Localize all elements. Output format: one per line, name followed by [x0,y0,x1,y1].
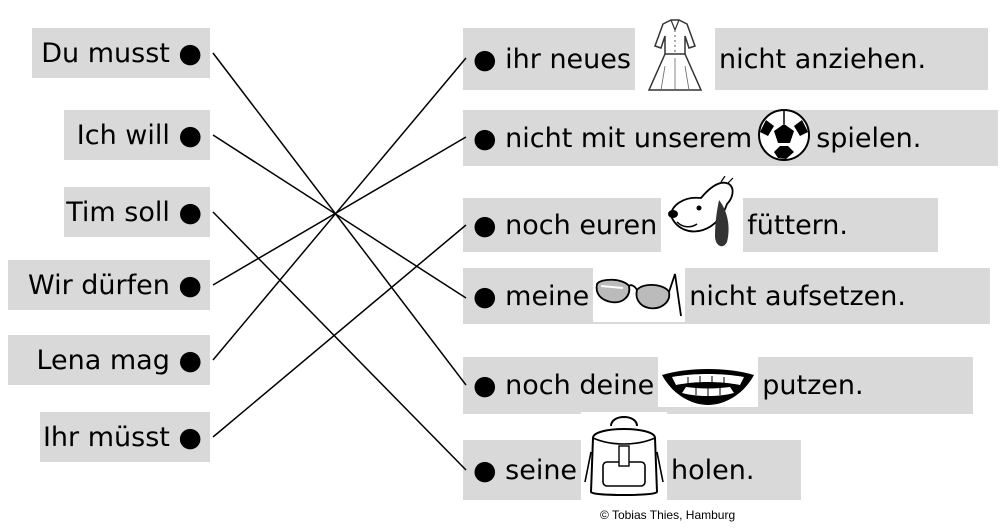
connection-line [212,211,467,471]
glasses-icon [593,263,686,329]
right-item-before: ● noch deine [473,370,655,401]
connection-line [212,224,467,438]
connection-line [212,52,467,386]
right-item-backpack: ● seine holen. [463,411,801,500]
soccer-ball-icon [756,108,812,169]
backpack-icon [581,411,668,507]
dress-icon [634,15,715,103]
right-item-before: ● nicht mit unserem [473,122,753,154]
right-item-teeth: ● noch deine putzen. [463,357,973,414]
left-item-label: Ich will ● [76,119,202,151]
right-item-after: spielen. [816,122,922,154]
right-item-after: nicht aufsetzen. [689,280,906,312]
connection-line [212,57,467,361]
right-item-ball: ● nicht mit unserem spielen. [463,108,998,169]
left-item-ich-will: Ich will ● [64,110,210,160]
left-item-du-musst: Du musst ● [32,28,210,78]
left-item-label: Lena mag ● [36,344,202,376]
dog-icon [661,175,744,263]
right-item-after: putzen. [762,370,864,401]
right-item-after: nicht anziehen. [718,43,927,75]
left-item-label: Du musst ● [41,37,202,69]
right-item-after: holen. [671,454,755,486]
right-item-glasses: ● meine nicht aufsetzen. [463,263,990,324]
left-item-wir-duerfen: Wir dürfen ● [8,260,210,310]
right-item-dress: ● ihr neues nicht anziehen. [463,15,988,96]
left-item-label: Wir dürfen ● [27,269,202,301]
teeth-icon [658,357,759,414]
left-item-lena-mag: Lena mag ● [8,335,210,385]
right-item-before: ● seine [473,454,578,486]
connection-line [212,136,467,286]
right-item-after: füttern. [747,209,849,241]
left-item-label: Tim soll ● [66,196,202,228]
left-item-label: Ihr müsst ● [42,421,202,453]
copyright-text: © Tobias Thies, Hamburg [600,508,736,522]
connection-line [212,134,467,299]
left-item-ihr-muesst: Ihr müsst ● [40,412,210,462]
right-item-before: ● meine [473,280,590,312]
left-item-tim-soll: Tim soll ● [64,187,210,237]
right-item-before: ● noch euren [473,209,658,241]
right-item-dog: ● noch euren füttern. [463,175,938,256]
right-item-before: ● ihr neues [473,43,631,75]
